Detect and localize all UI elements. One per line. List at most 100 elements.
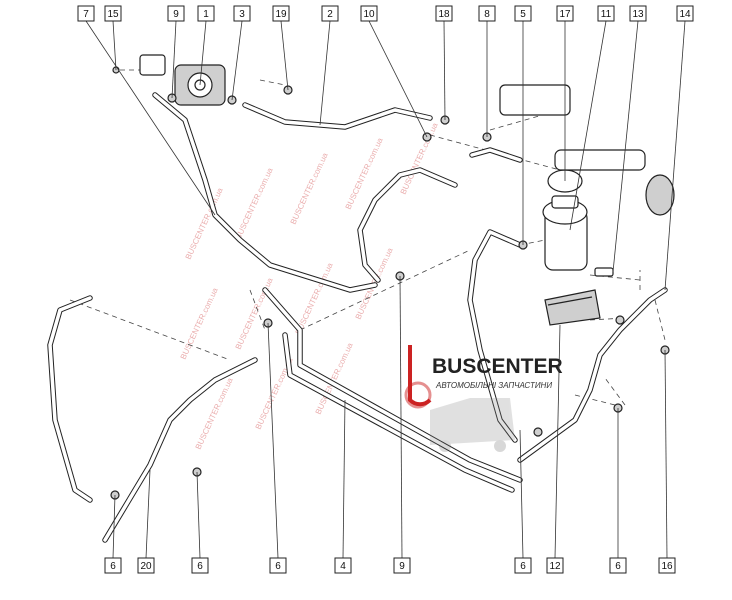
leader-lines	[85, 20, 686, 559]
leader-line	[280, 20, 289, 91]
callout-number: 9	[399, 561, 405, 572]
callout-box	[197, 5, 215, 22]
callout-bottom-3: 6	[269, 557, 287, 574]
callout-top-12: 11	[597, 5, 615, 22]
leader-line	[319, 20, 331, 126]
callout-box	[546, 557, 564, 574]
callout-bottom-2: 6	[191, 557, 209, 574]
callout-box	[77, 5, 95, 22]
callout-top-0: 7	[77, 5, 95, 22]
callout-number: 11	[601, 9, 612, 20]
callout-box	[597, 5, 615, 22]
callout-top-10: 5	[514, 5, 532, 22]
callout-top-4: 3	[233, 5, 251, 22]
callout-box	[233, 5, 251, 22]
callout-top-7: 10	[360, 5, 378, 22]
callout-top-11: 17	[556, 5, 574, 22]
leader-line	[399, 275, 403, 559]
callout-box	[629, 5, 647, 22]
leader-line	[171, 20, 177, 99]
callout-top-2: 9	[167, 5, 185, 22]
callout-number: 7	[83, 9, 89, 20]
callout-number: 5	[520, 9, 526, 20]
callout-box	[272, 5, 290, 22]
callout-number: 1	[203, 9, 209, 20]
callout-box	[393, 557, 411, 574]
leader-line	[145, 469, 151, 559]
steering-rack	[499, 84, 675, 216]
logo-text: BUSCENTER	[432, 355, 563, 378]
callout-number: 20	[140, 561, 152, 572]
callout-box	[269, 557, 287, 574]
leader-line	[612, 20, 639, 273]
watermark-text: BUSCENTER.com.ua	[194, 376, 235, 451]
watermark-text: BUSCENTER.com.ua	[179, 286, 220, 361]
leader-line	[231, 20, 243, 101]
callout-box	[191, 557, 209, 574]
callout-number: 13	[632, 9, 644, 20]
callout-number: 4	[340, 561, 346, 572]
callout-top-6: 2	[321, 5, 339, 22]
callout-box	[609, 557, 627, 574]
leader-line	[569, 20, 607, 231]
leader-line	[368, 20, 428, 138]
callout-number: 12	[549, 561, 561, 572]
callout-top-14: 14	[676, 5, 694, 22]
van-silhouette-icon	[430, 398, 515, 452]
callout-number: 14	[679, 9, 691, 20]
callout-number: 18	[438, 9, 450, 20]
fluid-reservoir	[542, 169, 588, 271]
callout-number: 15	[107, 9, 119, 20]
callout-number: 8	[484, 9, 490, 20]
callout-number: 9	[173, 9, 179, 20]
callout-bottom-6: 6	[514, 557, 532, 574]
callout-box	[676, 5, 694, 22]
callout-top-3: 1	[197, 5, 215, 22]
callout-bottom-5: 9	[393, 557, 411, 574]
callout-bottom-8: 6	[609, 557, 627, 574]
callout-number: 2	[327, 9, 333, 20]
callout-bottom-0: 6	[104, 557, 122, 574]
callout-box	[167, 5, 185, 22]
callout-number: 6	[615, 561, 621, 572]
callout-number: 6	[197, 561, 203, 572]
callout-top-5: 19	[272, 5, 290, 22]
callout-box	[104, 557, 122, 574]
leader-line	[342, 399, 346, 559]
watermark-text: BUSCENTER.com.ua	[289, 151, 330, 226]
leader-line	[267, 322, 279, 559]
leader-line	[519, 429, 524, 559]
callout-bottom-7: 12	[546, 557, 564, 574]
steering-pump	[139, 54, 226, 106]
callout-number: 16	[661, 561, 673, 572]
callout-number: 6	[275, 561, 281, 572]
callout-bottom-9: 16	[658, 557, 676, 574]
callout-number: 3	[239, 9, 245, 20]
callout-box	[321, 5, 339, 22]
callout-top-9: 8	[478, 5, 496, 22]
callout-number: 6	[110, 561, 116, 572]
logo-tagline: АВТОМОБІЛЬНІ ЗАПЧАСТИНИ	[435, 381, 552, 390]
leader-line	[664, 349, 668, 559]
pipes-and-hoses	[47, 92, 668, 543]
leader-line	[112, 494, 116, 559]
callout-box	[514, 5, 532, 22]
callout-bottom-1: 20	[137, 557, 155, 574]
leader-line	[554, 324, 561, 559]
leader-line	[196, 471, 201, 559]
reservoir-clamp	[544, 289, 601, 326]
callout-box	[334, 557, 352, 574]
callout-number: 19	[275, 9, 287, 20]
callout-box	[514, 557, 532, 574]
callout-bottom-4: 4	[334, 557, 352, 574]
callout-top-1: 15	[104, 5, 122, 22]
callout-box	[556, 5, 574, 22]
watermark-text: BUSCENTER.com.ua	[184, 186, 225, 261]
leader-line	[199, 20, 207, 86]
leader-line	[112, 20, 117, 71]
callout-number: 17	[559, 9, 571, 20]
callout-box	[658, 557, 676, 574]
leader-line	[85, 20, 216, 216]
callout-number: 10	[363, 9, 375, 20]
